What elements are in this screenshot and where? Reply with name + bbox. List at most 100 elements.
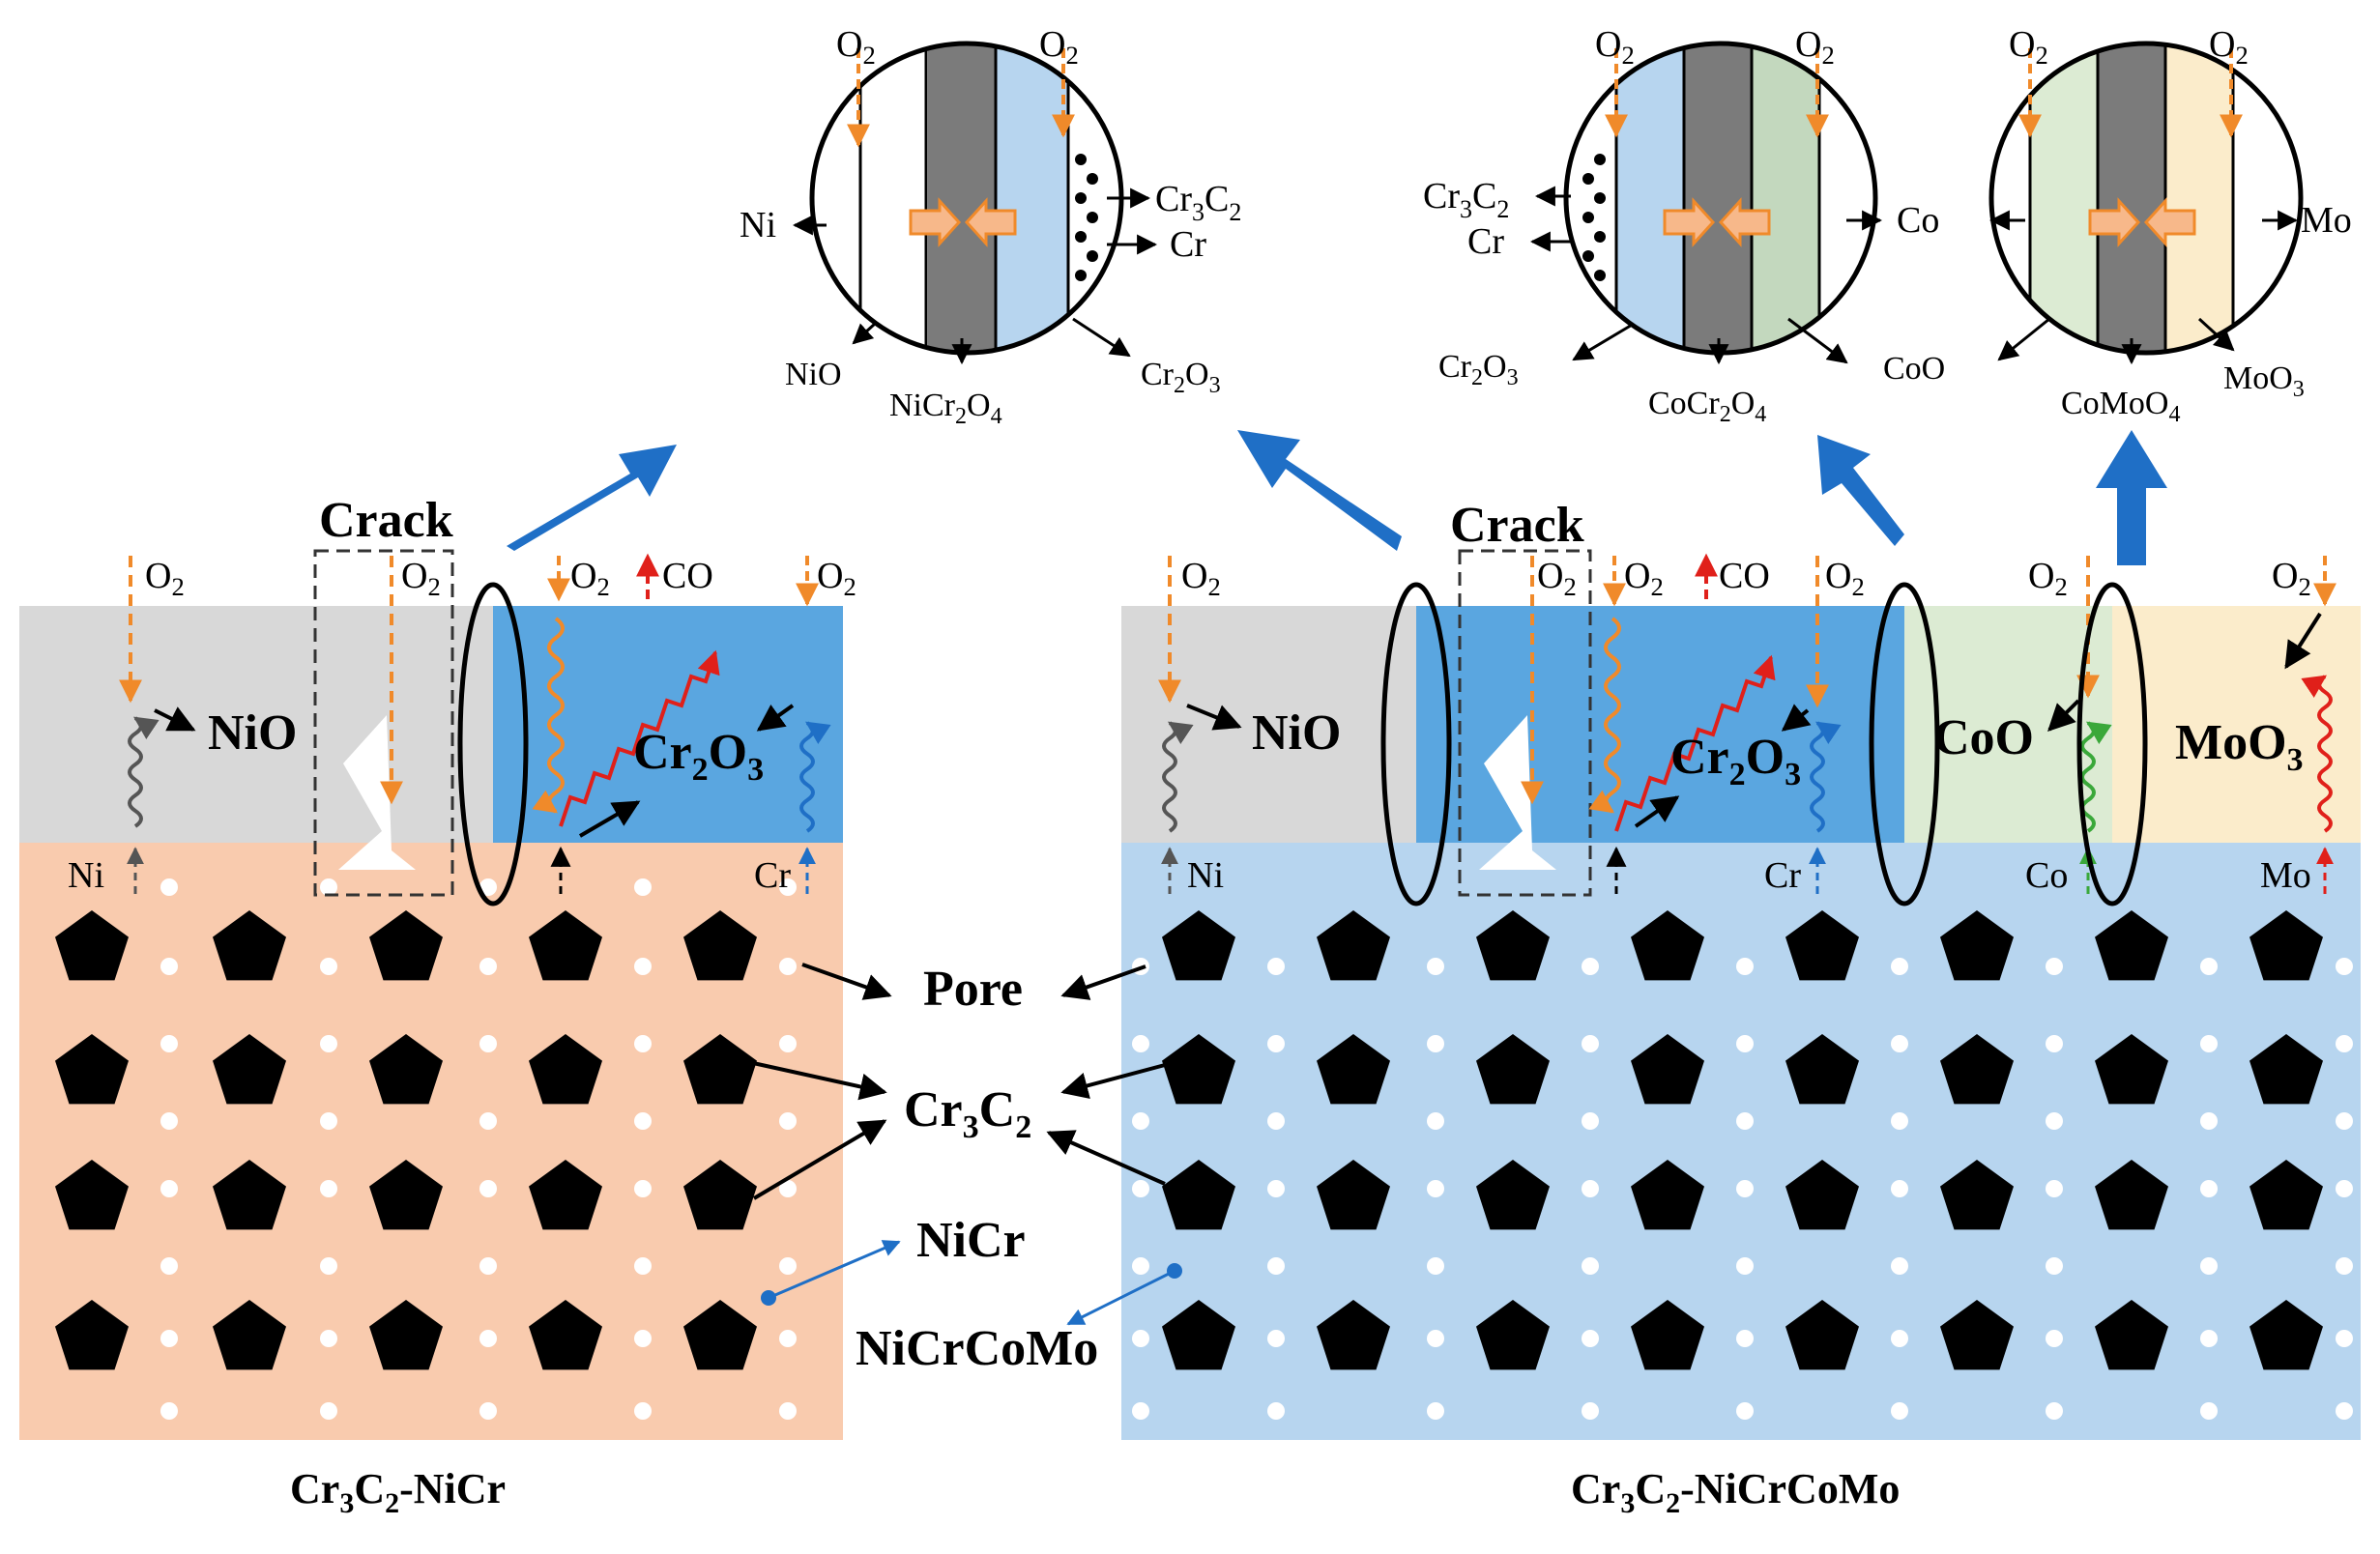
right-cr-wave xyxy=(1810,721,1842,833)
pore-dot xyxy=(320,1330,337,1347)
cr3c2-particle xyxy=(213,1034,286,1105)
left-co-wave xyxy=(559,649,720,827)
left-cr3c2-particles xyxy=(55,910,757,1370)
svg-text:Ni: Ni xyxy=(740,205,776,245)
right-mo-wave xyxy=(2301,675,2333,833)
center-legend: Pore Cr3C2 NiCr NiCrCoMo xyxy=(743,962,1182,1376)
svg-text:NiCr2O4: NiCr2O4 xyxy=(889,388,1002,429)
right-o2-label-5: O2 xyxy=(2028,556,2068,601)
pore-dot xyxy=(479,1257,497,1275)
svg-text:Cr2O3: Cr2O3 xyxy=(1141,357,1221,398)
left-cr2o3-pointer-2 xyxy=(756,704,795,732)
cr3c2-particle xyxy=(2095,1034,2168,1105)
cr3c2-particle xyxy=(369,910,443,981)
blue-arrow-2 xyxy=(1237,430,1402,551)
pore-dot xyxy=(2336,1257,2353,1275)
cr3c2-particle xyxy=(2249,1160,2323,1230)
cr3c2-particle xyxy=(1476,1034,1550,1105)
pore-dot xyxy=(1427,958,1444,975)
pore-dot xyxy=(2200,1257,2218,1275)
cr3c2-particle xyxy=(1631,1300,1704,1370)
cr3c2-particle xyxy=(55,1160,129,1230)
pore-dot xyxy=(1427,1112,1444,1130)
left-cr-wave xyxy=(799,721,831,833)
right-interface-ellipse-2 xyxy=(1869,582,1940,906)
right-ni-label: Ni xyxy=(1187,855,1224,896)
cr3c2-particle xyxy=(1476,910,1550,981)
pore-dot xyxy=(1891,1402,1908,1420)
pore-dot xyxy=(320,1180,337,1197)
cr3c2-particle xyxy=(1785,1300,1859,1370)
pore-dot xyxy=(160,878,178,896)
pore-dot xyxy=(1736,1402,1754,1420)
circle1-diffusion-arrows xyxy=(909,197,1017,247)
svg-text:Cr3C2: Cr3C2 xyxy=(1423,176,1509,223)
pore-dot xyxy=(779,1112,797,1130)
pore-dot xyxy=(320,1035,337,1052)
right-ni-wave xyxy=(1162,721,1194,833)
pore-dot xyxy=(634,1330,652,1347)
legend-nicrcomo: NiCrCoMo xyxy=(856,1321,1098,1376)
right-interface-ellipse-3 xyxy=(2076,582,2148,906)
pore-dot xyxy=(160,958,178,975)
pore-dot xyxy=(2200,1180,2218,1197)
pore-dot xyxy=(634,1112,652,1130)
pore-dot xyxy=(634,1257,652,1275)
pore-dot xyxy=(1427,1257,1444,1275)
pore-dot xyxy=(479,1035,497,1052)
cr3c2-particle xyxy=(2095,910,2168,981)
nicrcomo-pointer xyxy=(1066,1269,1175,1326)
pore-dot xyxy=(2336,1112,2353,1130)
pore-dot xyxy=(2046,1112,2063,1130)
right-interface-ellipse-1 xyxy=(1380,582,1452,906)
cr3c2-particle xyxy=(683,1034,757,1105)
cr3c2-arrow-left-2 xyxy=(752,1119,887,1200)
pore-dot xyxy=(1891,1330,1908,1347)
cr3c2-particle xyxy=(1940,1160,2014,1230)
pore-dot xyxy=(634,878,652,896)
pore-dot xyxy=(1427,1035,1444,1052)
cr3c2-particle xyxy=(1162,1300,1235,1370)
right-o2-label-3: O2 xyxy=(1624,556,1664,601)
svg-text:CoCr2O4: CoCr2O4 xyxy=(1648,386,1766,427)
svg-text:Co: Co xyxy=(1897,200,1939,241)
svg-text:MoO3: MoO3 xyxy=(2223,360,2305,402)
pore-dot xyxy=(2046,1257,2063,1275)
magnified-circle-nicr: O2 O2 Ni Cr3C2 Cr NiO NiCr2O4 Cr2O3 xyxy=(740,24,1241,429)
circle1-cr2o3-band xyxy=(996,43,1068,353)
pore-dot xyxy=(1582,1330,1599,1347)
magnified-circle-cocr2o4: O2 O2 Cr3C2 Cr Co Cr2O3 CoCr2O4 CoO xyxy=(1423,24,1945,427)
cr3c2-particle xyxy=(1317,910,1390,981)
right-o2-label-2: O2 xyxy=(1537,556,1577,601)
pore-dot xyxy=(1891,1035,1908,1052)
pore-arrow-left xyxy=(801,963,892,1000)
pore-dot xyxy=(160,1402,178,1420)
pore-dot xyxy=(2200,1330,2218,1347)
pore-dot xyxy=(2046,1402,2063,1420)
pore-dot xyxy=(1891,1257,1908,1275)
pore-dot xyxy=(1736,1257,1754,1275)
right-crack-box xyxy=(1458,549,1592,897)
left-crack-shape xyxy=(338,715,416,870)
pore-dot xyxy=(1132,1035,1149,1052)
pore-dot xyxy=(2200,1112,2218,1130)
svg-text:O2: O2 xyxy=(1795,24,1835,70)
right-o2-label-4: O2 xyxy=(1825,556,1865,601)
pore-dot xyxy=(160,1330,178,1347)
pore-dot xyxy=(160,1180,178,1197)
cr3c2-particle xyxy=(1940,910,2014,981)
left-crack-label: Crack xyxy=(319,493,453,548)
cr3c2-particle xyxy=(683,910,757,981)
right-o2-label-6: O2 xyxy=(2272,556,2311,601)
left-panel: Crack Ni NiO O2 O2 O2 CO O2 Cr2O3 Cr Cr3… xyxy=(19,493,856,1519)
svg-text:Cr3C2: Cr3C2 xyxy=(1155,179,1241,226)
cr3c2-particle xyxy=(2095,1300,2168,1370)
pore-dot xyxy=(479,878,497,896)
svg-text:NiO: NiO xyxy=(785,357,842,392)
pore-dot xyxy=(2200,958,2218,975)
cr3c2-particle xyxy=(1317,1034,1390,1105)
pore-dot xyxy=(1736,1035,1754,1052)
pore-dot xyxy=(1891,958,1908,975)
svg-text:Cr: Cr xyxy=(1467,221,1504,262)
left-caption: Cr3C2-NiCr xyxy=(290,1465,506,1519)
